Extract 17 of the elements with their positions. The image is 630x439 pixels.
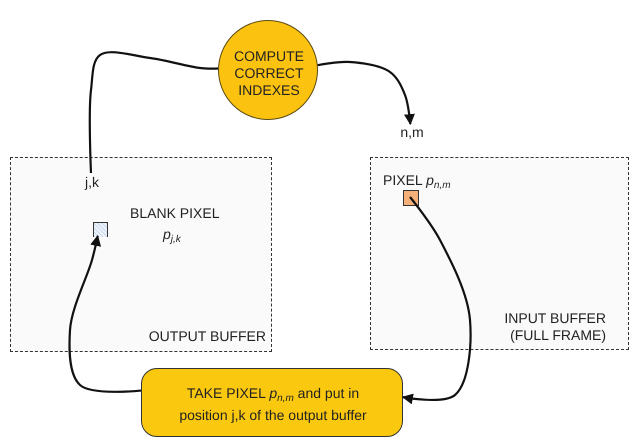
node-label: COMPUTE CORRECT INDEXES	[233, 48, 305, 99]
pixel-square	[93, 222, 108, 237]
pixel-label: BLANK PIXEL	[130, 205, 220, 222]
process-box	[141, 368, 403, 437]
buffer-panel	[10, 157, 272, 352]
arrow	[318, 60, 415, 126]
node-label: OUTPUT BUFFER	[148, 328, 266, 345]
arrow	[402, 196, 472, 404]
pixel-square	[403, 190, 419, 206]
buffer-panel	[370, 157, 629, 350]
node-label: INPUT BUFFER (FULL FRAME)	[503, 310, 606, 344]
arrow	[68, 234, 142, 393]
index-label: j,k	[84, 174, 100, 191]
index-label: n,m	[399, 124, 425, 141]
node-label: TAKE PIXEL p$_{n,m}$ and put in position j,k of the output buffer	[178, 385, 368, 424]
pixel-label: PIXEL p$_{n,m}$	[383, 172, 451, 193]
pixel-label: p$_{j,k}$	[163, 226, 181, 247]
